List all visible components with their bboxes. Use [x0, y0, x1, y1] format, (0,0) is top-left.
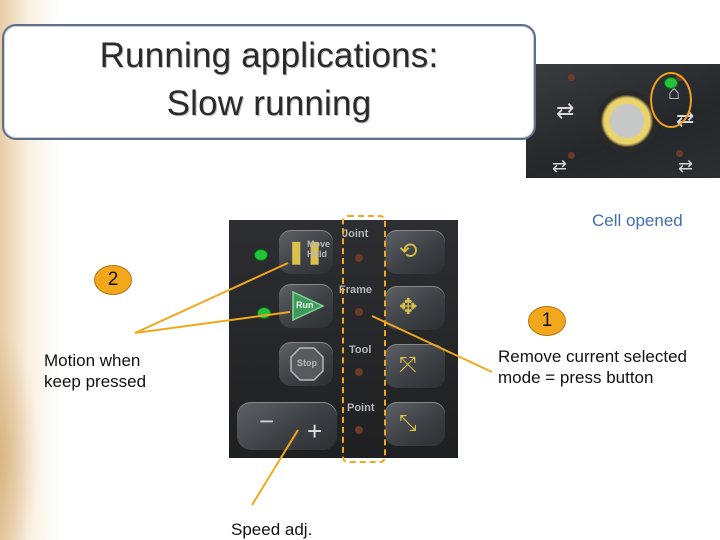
- cell-open-highlight: [650, 72, 692, 128]
- callout-line-speed: [251, 429, 299, 506]
- step-1-note: Remove current selected mode = press but…: [498, 346, 687, 388]
- plus-label: +: [307, 416, 323, 446]
- move-hold-led-indicator: [254, 249, 268, 261]
- led-dot: [568, 152, 575, 159]
- callout-line-2b: [134, 311, 291, 334]
- move-hold-label: Move Hold: [307, 239, 330, 259]
- cycle-icon: ⇄: [552, 156, 568, 176]
- mode-point-label: Point: [347, 402, 375, 414]
- slide-title-line1: Running applications:: [99, 36, 439, 75]
- step-2-badge: 2: [94, 265, 132, 295]
- robot-point-icon: ⤡: [399, 410, 417, 435]
- hold-label: Hold: [307, 249, 327, 259]
- run-button: Run: [279, 284, 333, 328]
- step-1-note-line1: Remove current selected: [498, 347, 687, 366]
- title-box: Running applications: Slow running: [2, 24, 536, 140]
- led-dot: [568, 74, 575, 81]
- step-2-note-line1: Motion when: [44, 351, 141, 370]
- run-triangle-icon: [292, 290, 325, 322]
- callout-line-2a: [134, 262, 289, 334]
- step-1-note-line2: mode = press button: [498, 368, 654, 387]
- cycle-icon: ⇄: [556, 98, 575, 123]
- stop-octagon-icon: [290, 347, 324, 381]
- cycle-start-button: [596, 90, 658, 152]
- robot-joint-icon: ⟲: [399, 238, 418, 263]
- cell-open-led-indicator: [664, 77, 678, 89]
- move-hold-button: ❚❚ Move Hold: [279, 230, 333, 274]
- speed-adjust-note: Speed adj.: [231, 520, 313, 539]
- point-mode-button: ⤡: [385, 402, 445, 446]
- stop-label: Stop: [297, 358, 317, 368]
- robot-tool-icon: ⤧: [399, 352, 417, 377]
- point-led: [355, 426, 363, 434]
- cell-status-photo: ⇄ ⌂ ⇄ ⇄ ⇄: [526, 64, 720, 178]
- mode-joint-label: Joint: [342, 228, 369, 240]
- slide-title-line2: Slow running: [166, 84, 372, 123]
- stop-button: Stop: [279, 342, 333, 386]
- speed-adjust-button: − +: [237, 402, 337, 450]
- mode-frame-label: Frame: [339, 284, 373, 296]
- joint-mode-button: ⟲: [385, 230, 445, 274]
- frame-led: [355, 308, 363, 316]
- minus-label: −: [259, 406, 275, 436]
- step-2-note: Motion when keep pressed: [44, 350, 146, 392]
- robot-frame-icon: ✥: [399, 294, 418, 319]
- cell-opened-label: Cell opened: [592, 211, 683, 230]
- frame-mode-button: ✥: [385, 286, 445, 330]
- pause-icon: ❚❚: [287, 239, 324, 264]
- tool-mode-button: ⤧: [385, 344, 445, 388]
- move-label: Move: [307, 239, 331, 249]
- tool-led: [355, 368, 363, 376]
- cycle-icon: ⇄: [678, 156, 694, 176]
- callout-line-1: [371, 315, 493, 373]
- step-1-badge: 1: [528, 306, 566, 336]
- mode-tool-label: Tool: [349, 344, 372, 356]
- step-2-note-line2: keep pressed: [44, 372, 147, 391]
- run-label: Run: [296, 300, 314, 310]
- left-decoration-glow: [0, 330, 40, 540]
- mode-column-highlight: [342, 215, 386, 463]
- joint-led: [355, 254, 363, 262]
- led-dot: [676, 150, 683, 157]
